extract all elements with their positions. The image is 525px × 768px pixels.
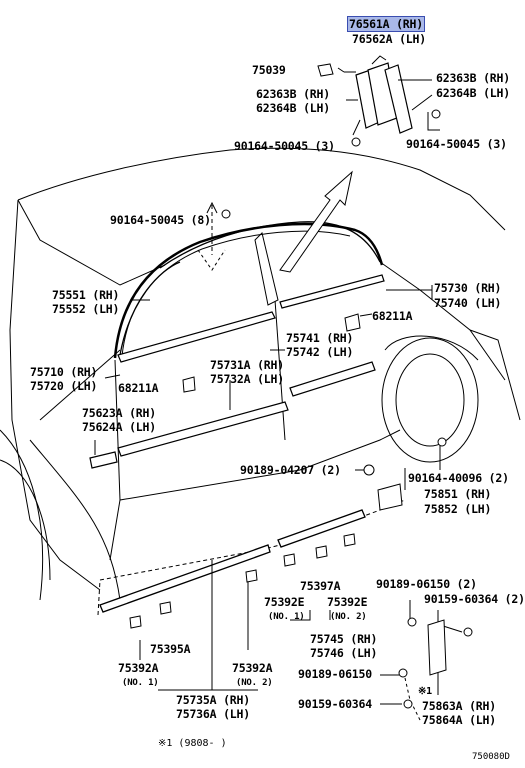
footnote-marker: ※1 <box>418 686 432 697</box>
part-label-62364B-right: 62364B (LH) <box>436 86 510 100</box>
part-label-90189-06150-2: 90189-06150 (2) <box>376 577 477 591</box>
part-label-90159-60364: 90159-60364 <box>298 697 372 711</box>
clip-75392E-1 <box>283 553 296 567</box>
part-label-62364B-left: 62364B (LH) <box>256 101 330 115</box>
part-label-90164-50045-b: 90164-50045 (3) <box>234 139 335 153</box>
pillar-garnish-outer <box>384 64 413 134</box>
part-label-62363B-right: 62363B (RH) <box>436 71 510 85</box>
part-label-75392A-1: 75392A <box>118 661 159 675</box>
part-label-75731A: 75731A (RH) <box>210 358 284 372</box>
part-label-75552: 75552 (LH) <box>52 302 120 316</box>
part-label-75742: 75742 (LH) <box>286 345 354 359</box>
part-label-75392E-2-sub: (NO. 2) <box>330 612 367 622</box>
part-label-75864A: 75864A (LH) <box>422 713 496 727</box>
part-label-75392E-2: 75392E <box>327 595 368 609</box>
part-label-75392A-1-sub: (NO. 1) <box>122 678 159 688</box>
part-label-75392A-2-sub: (NO. 2) <box>236 678 273 688</box>
part-label-75392E-1-sub: (NO. 1) <box>268 612 305 622</box>
rear-rocker-moulding <box>277 509 366 548</box>
front-door-side-moulding <box>117 401 289 457</box>
part-label-68211A-a: 68211A <box>372 309 413 323</box>
screw-90164-50045-a <box>431 109 441 119</box>
screw-90159-60364-2 <box>463 627 473 637</box>
b-pillar <box>254 232 279 306</box>
nut-90189-04207 <box>363 464 375 476</box>
part-label-75623A: 75623A (RH) <box>82 406 156 420</box>
screw-90164-50045-c <box>221 209 231 219</box>
part-label-75397A: 75397A <box>300 579 341 593</box>
part-label-75551: 75551 (RH) <box>52 288 120 302</box>
part-label-90159-60364-2: 90159-60364 (2) <box>424 592 525 606</box>
part-label-90189-04207: 90189-04207 (2) <box>240 463 341 477</box>
part-label-62363B-left: 62363B (RH) <box>256 87 330 101</box>
clip-75392A-2 <box>245 569 258 583</box>
front-belt-moulding <box>117 311 276 363</box>
part-label-76561A: 76561A (RH) <box>347 16 425 32</box>
fender-moulding <box>89 451 118 469</box>
part-label-75863A: 75863A (RH) <box>422 699 496 713</box>
rear-wheel <box>381 337 479 463</box>
part-label-75039: 75039 <box>252 63 286 77</box>
part-label-75745: 75745 (RH) <box>310 632 378 646</box>
front-rocker-moulding <box>99 544 271 613</box>
part-label-75740: 75740 (LH) <box>434 296 502 310</box>
part-label-75392E-1: 75392E <box>264 595 305 609</box>
part-label-75395A: 75395A <box>150 642 191 656</box>
footnote-text: ※1 (9808- ) <box>158 738 227 749</box>
screw-90164-50045-b <box>351 137 361 147</box>
part-label-75392A-2: 75392A <box>232 661 273 675</box>
clip-75039 <box>317 63 334 77</box>
part-label-75746: 75746 (LH) <box>310 646 378 660</box>
part-label-75736A: 75736A (LH) <box>176 707 250 721</box>
part-label-90189-06150: 90189-06150 <box>298 667 372 681</box>
screw-90164-40096 <box>437 437 447 447</box>
nut-90189-06150 <box>398 668 408 678</box>
part-label-75735A: 75735A (RH) <box>176 693 250 707</box>
rear-belt-moulding <box>279 274 385 309</box>
roof-outline <box>17 147 506 231</box>
clip-75395A <box>159 601 172 615</box>
part-label-75710: 75710 (RH) <box>30 365 98 379</box>
nut-90189-06150-2 <box>407 617 417 627</box>
drawing-code: 750080D <box>472 752 510 762</box>
clip-68211A-b <box>182 376 196 393</box>
part-label-75624A: 75624A (LH) <box>82 420 156 434</box>
part-label-75732A: 75732A (LH) <box>210 372 284 386</box>
clip-75392A-1 <box>129 615 142 629</box>
clip-75392E-2 <box>343 533 356 547</box>
clip-75397A <box>315 545 328 559</box>
rear-door-side-moulding <box>289 361 376 397</box>
part-label-90164-40096: 90164-40096 (2) <box>408 471 509 485</box>
part-label-75720: 75720 (LH) <box>30 379 98 393</box>
part-label-75851: 75851 (RH) <box>424 487 492 501</box>
bracket-75851 <box>377 483 403 511</box>
part-label-75852: 75852 (LH) <box>424 502 492 516</box>
part-label-75741: 75741 (RH) <box>286 331 354 345</box>
clip-68211A-a <box>344 313 361 332</box>
part-label-76562A: 76562A (LH) <box>352 32 426 46</box>
screw-90159-60364 <box>403 699 413 709</box>
part-label-75730: 75730 (RH) <box>434 281 502 295</box>
bracket <box>427 619 447 676</box>
assembly-arrow <box>279 170 353 273</box>
part-label-90164-50045-c: 90164-50045 (8) <box>110 213 211 227</box>
car-rear-outline <box>9 199 101 591</box>
part-label-68211A-b: 68211A <box>118 381 159 395</box>
part-label-90164-50045-a: 90164-50045 (3) <box>406 137 507 151</box>
